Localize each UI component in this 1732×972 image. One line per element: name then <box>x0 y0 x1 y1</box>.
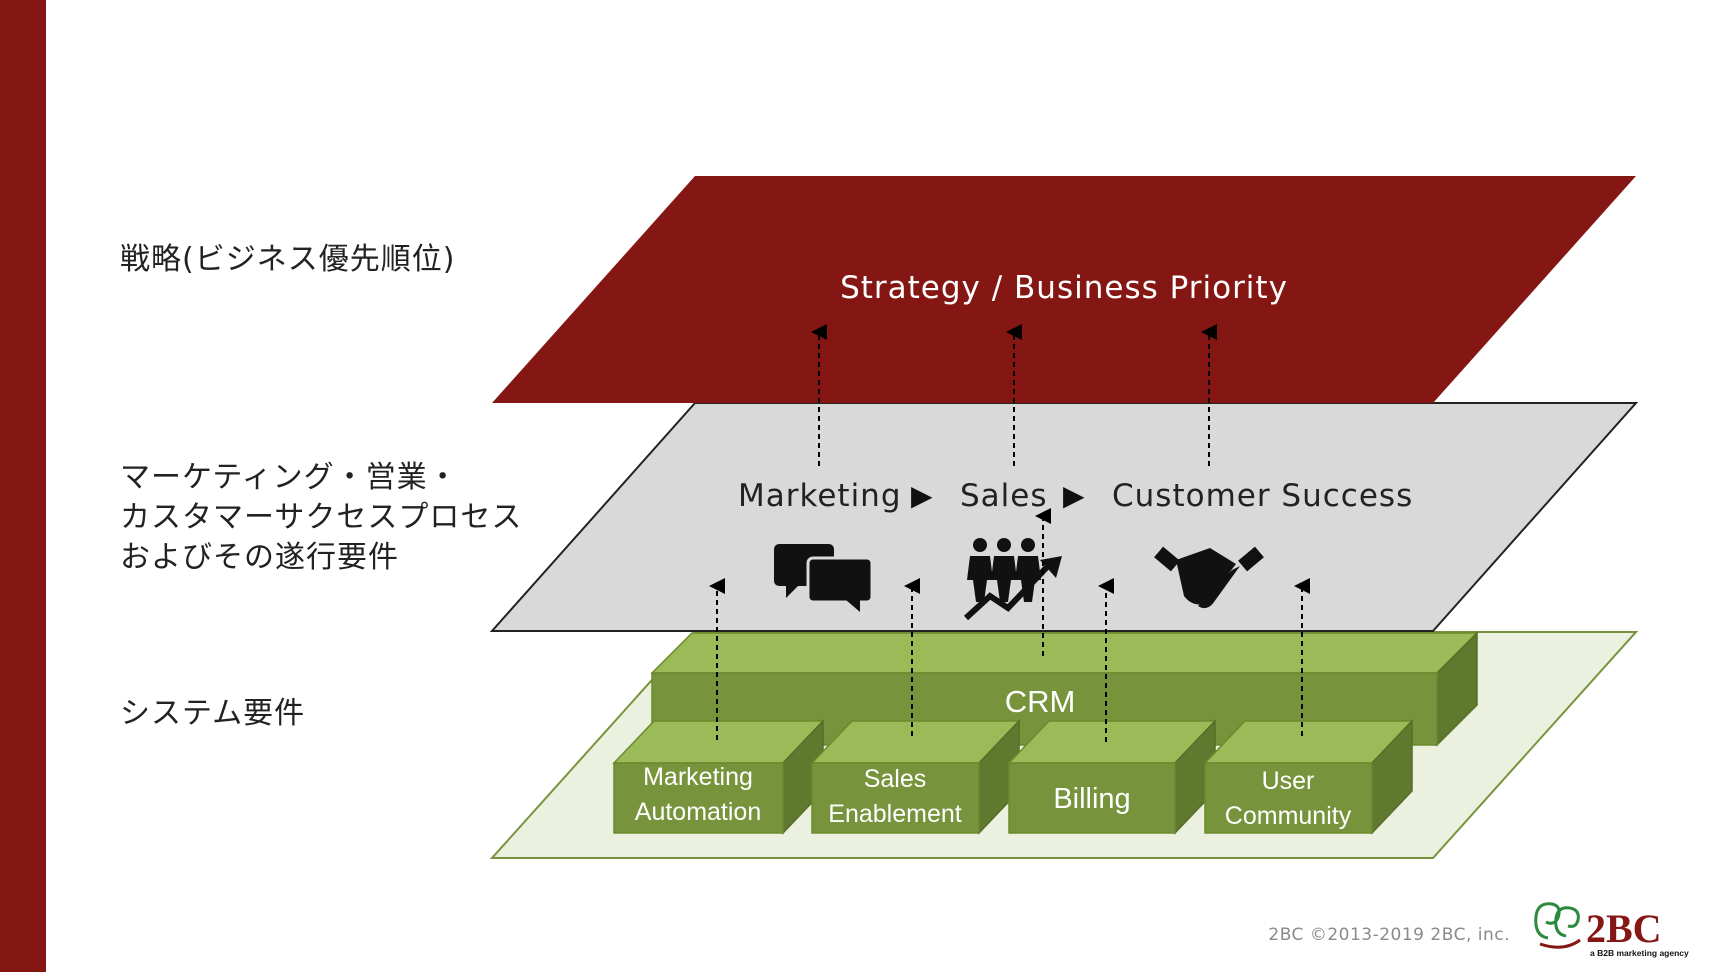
side-bar <box>0 0 46 972</box>
copyright-footer: 2BC ©2013-2019 2BC, inc. <box>1268 925 1510 945</box>
user-community-label-line2: Community <box>1225 802 1352 830</box>
handshake-icon <box>1154 546 1264 609</box>
connector-arrows <box>709 324 1310 742</box>
sales-enablement-label-line1: Sales <box>864 765 927 793</box>
logo-text: 2BC <box>1586 906 1662 951</box>
sales-enablement-label-line2: Enablement <box>828 800 961 828</box>
logo-tagline: a B2B marketing agency <box>1590 948 1689 958</box>
process-customer-success: Customer Success <box>1112 478 1413 514</box>
process-arrow-2: ▶ <box>1063 479 1085 512</box>
brand-logo: 2BC a B2B marketing agency <box>1534 902 1689 958</box>
process-marketing: Marketing <box>738 478 902 514</box>
label-strategy: 戦略(ビジネス優先順位) <box>120 242 456 277</box>
strategy-title: Strategy / Business Priority <box>840 270 1288 306</box>
process-arrow-1: ▶ <box>911 479 933 512</box>
billing-box: Billing <box>1007 719 1217 835</box>
marketing-automation-label-line1: Marketing <box>643 763 753 791</box>
sales-enablement-box: Sales Enablement <box>810 719 1021 835</box>
label-process: マーケティング・営業・ カスタマーサクセスプロセス およびその遂行要件 <box>120 460 523 575</box>
people-growth-icon <box>963 538 1062 621</box>
user-community-box: User Community <box>1203 719 1414 835</box>
crm-label: CRM <box>1005 684 1076 719</box>
strategy-plane <box>492 176 1636 403</box>
label-system: システム要件 <box>120 696 306 731</box>
chat-bubbles-icon <box>774 544 874 612</box>
marketing-automation-label-line2: Automation <box>635 798 761 826</box>
process-plane <box>489 402 1639 632</box>
marketing-automation-box: Marketing Automation <box>612 719 825 835</box>
process-sales: Sales <box>960 478 1048 514</box>
billing-label: Billing <box>1053 783 1130 815</box>
logo-swirl-icon <box>1534 902 1580 940</box>
user-community-label-line1: User <box>1262 767 1315 795</box>
